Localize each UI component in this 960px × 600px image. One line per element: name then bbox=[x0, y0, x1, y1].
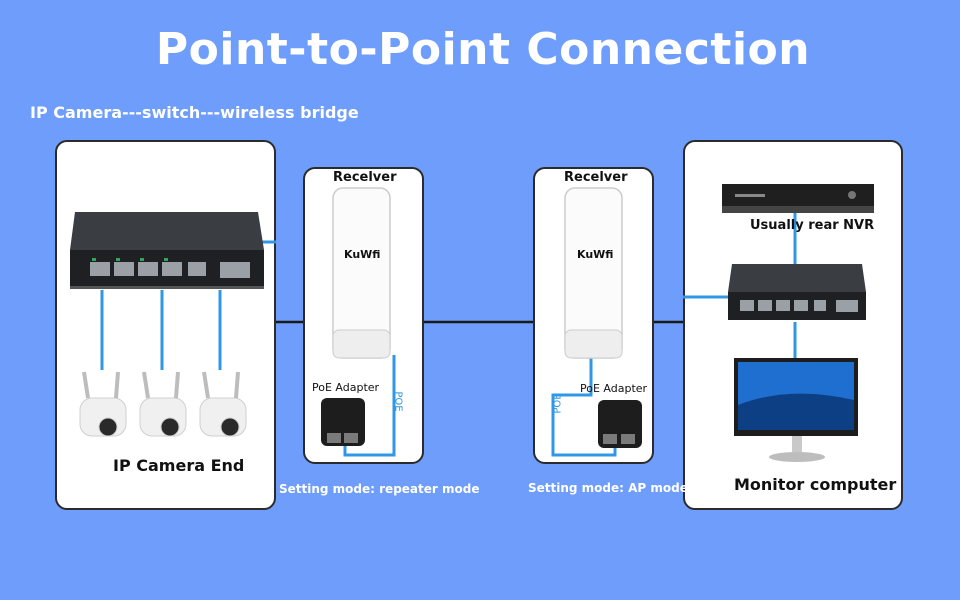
page-title: Point-to-Point Connection bbox=[155, 24, 811, 75]
right-poe-adapter-label: PoE Adapter bbox=[580, 382, 648, 395]
right-poe-adapter bbox=[598, 400, 642, 448]
right-receiver-label: Recelver bbox=[564, 170, 628, 185]
ip-camera-1 bbox=[79, 371, 127, 437]
ip-camera-3 bbox=[199, 371, 247, 437]
poe-switch-right bbox=[728, 264, 866, 320]
diagram-subtitle: IP Camera---switch---wireless bridge bbox=[30, 103, 359, 122]
nvr-device bbox=[722, 184, 874, 213]
ip-camera-2 bbox=[139, 371, 187, 437]
right-poe-cable-label: POE bbox=[552, 393, 564, 414]
monitor-computer-label: Monitor computer bbox=[734, 475, 897, 494]
ip-camera-end-panel bbox=[55, 140, 276, 510]
left-setting-mode-label: Setting mode: repeater mode bbox=[279, 482, 480, 496]
nvr-label: Usually rear NVR bbox=[750, 218, 875, 233]
left-bridge-device bbox=[332, 187, 391, 359]
left-poe-adapter-label: PoE Adapter bbox=[312, 381, 380, 394]
left-receiver-label: Recelver bbox=[333, 170, 397, 185]
poe-switch-left bbox=[70, 212, 264, 289]
right-device-brand: KuWfi bbox=[577, 248, 614, 261]
left-poe-adapter bbox=[321, 398, 365, 446]
right-bridge-device bbox=[564, 187, 623, 359]
left-device-brand: KuWfi bbox=[344, 248, 381, 261]
blue-cable-links bbox=[100, 213, 797, 457]
right-setting-mode-label: Setting mode: AP mode bbox=[528, 481, 688, 495]
ip-camera-end-label: IP Camera End bbox=[113, 456, 245, 475]
left-poe-cable-label: POE bbox=[392, 391, 404, 412]
monitor-device bbox=[734, 358, 858, 462]
